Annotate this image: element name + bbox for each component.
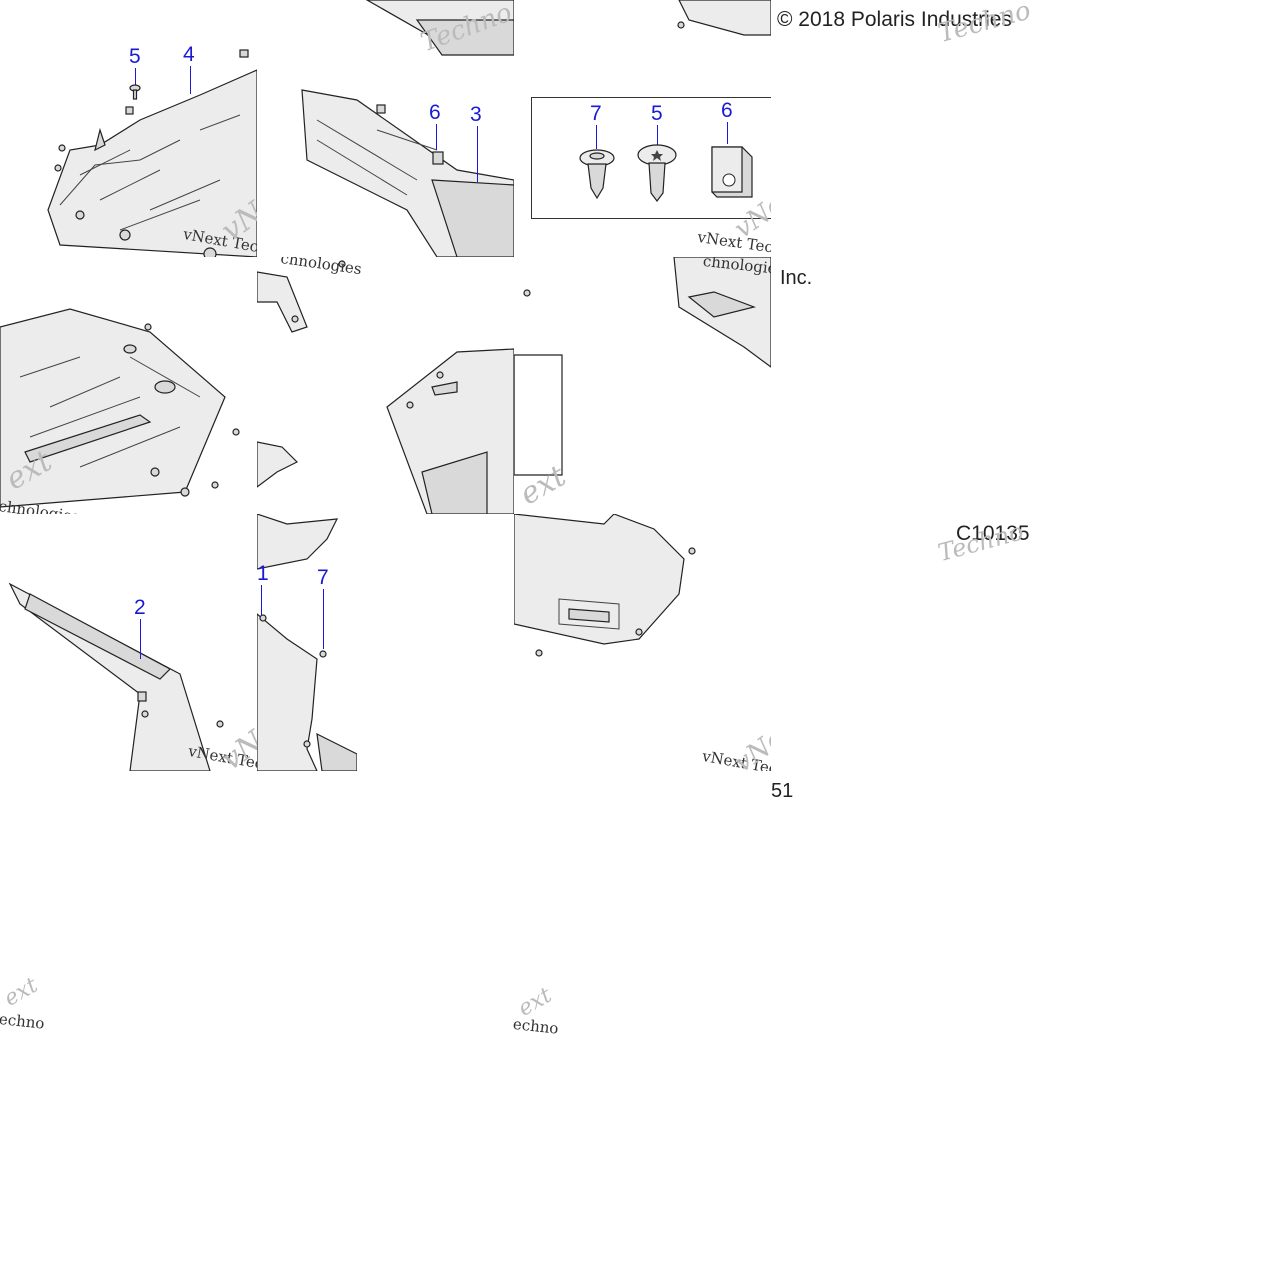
leader-line	[657, 125, 658, 147]
leader-line	[477, 126, 478, 182]
leader-line	[596, 125, 597, 149]
leader-line	[727, 122, 728, 144]
leader-line	[135, 68, 136, 86]
watermark-text: ext	[0, 972, 43, 1012]
rear-panel-illustration	[257, 260, 514, 514]
rear-panel-right-illustration	[514, 257, 771, 476]
diagram-tile-hardware-detail: 7 5 6 vNext Technologies vNext	[514, 0, 771, 257]
diagram-tile-side-panel: Techno 6 3	[257, 0, 514, 257]
leader-line	[140, 619, 141, 659]
callout-6: 6	[721, 99, 733, 122]
leader-line	[261, 585, 262, 615]
push-rivet-icon	[579, 149, 615, 200]
callout-5: 5	[651, 102, 663, 125]
diagram-tile-floor-frame: vNext Technologies vNext	[514, 514, 771, 771]
diagram-tile-rear-panel: chnologies	[257, 257, 514, 514]
copyright-tail-text: Inc.	[780, 267, 813, 289]
watermark-text: echno	[512, 1015, 560, 1038]
callout-1: 1	[257, 562, 269, 585]
callout-2: 2	[134, 596, 146, 619]
torx-screw-icon	[637, 144, 677, 202]
side-panel-left-illustration	[8, 582, 224, 771]
diagram-tile-rear-panel-right: ext chnologies	[514, 257, 771, 514]
callout-6: 6	[429, 101, 441, 124]
floor-panel-illustration	[47, 49, 257, 257]
rear-panel-fragment	[677, 0, 771, 36]
leader-line	[323, 589, 324, 649]
callout-5: 5	[129, 45, 141, 68]
leader-line	[190, 66, 191, 94]
diagram-tile-side-panel-left: 2 vNext Technologies vNext	[0, 514, 257, 771]
copyright-text: © 2018 Polaris Industries	[777, 8, 1012, 31]
watermark-text: echno	[0, 1010, 46, 1033]
diagram-tile-floor-panel-left: 5 4 vNext Technologies vNext	[0, 0, 257, 257]
hardware-detail-box: 7 5 6	[531, 97, 771, 219]
side-panel-illustration	[301, 0, 514, 257]
leader-line	[436, 124, 437, 150]
diagram-tile-front-panel: 1 7	[257, 514, 357, 771]
callout-7: 7	[317, 566, 329, 589]
callout-4: 4	[183, 43, 195, 66]
figure-code-text: C10135	[956, 522, 1030, 545]
screw-icon	[129, 84, 141, 100]
callout-3: 3	[470, 103, 482, 126]
floor-panel-assembly-illustration	[0, 308, 240, 508]
callout-7: 7	[590, 102, 602, 125]
front-panel-illustration	[257, 514, 357, 771]
u-nut-clip-icon	[711, 146, 753, 198]
diagram-tile-floor-panel-assembly: ext chnologies	[0, 257, 257, 514]
floor-frame-illustration	[514, 514, 696, 657]
page-number-fragment: 51	[771, 780, 794, 802]
